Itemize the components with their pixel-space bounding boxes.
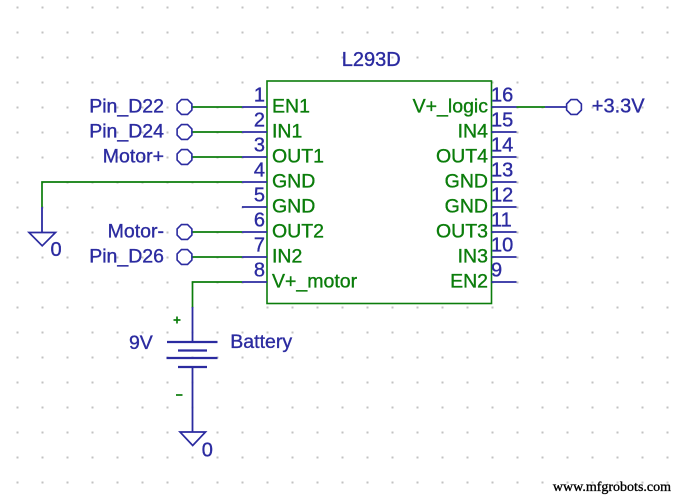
svg-text:2: 2 <box>254 110 265 132</box>
svg-text:V+_motor: V+_motor <box>272 270 358 292</box>
svg-text:GND: GND <box>272 195 315 217</box>
svg-text:10: 10 <box>491 235 513 257</box>
svg-text:IN1: IN1 <box>272 120 302 142</box>
svg-text:16: 16 <box>491 85 513 107</box>
svg-text:9: 9 <box>491 260 502 282</box>
svg-text:+3.3V: +3.3V <box>592 95 645 117</box>
svg-text:www.mfgrobots.com: www.mfgrobots.com <box>553 480 671 495</box>
svg-text:EN1: EN1 <box>272 95 310 117</box>
svg-text:12: 12 <box>491 185 513 207</box>
svg-text:Pin_D26: Pin_D26 <box>89 245 164 267</box>
svg-text:IN4: IN4 <box>458 120 489 142</box>
svg-text:13: 13 <box>491 160 513 182</box>
svg-text:Motor-: Motor- <box>108 220 164 242</box>
svg-text:IN3: IN3 <box>458 245 488 267</box>
svg-text:3: 3 <box>254 135 265 157</box>
svg-text:V+_logic: V+_logic <box>413 95 489 117</box>
svg-text:7: 7 <box>254 235 265 257</box>
svg-text:8: 8 <box>254 260 265 282</box>
svg-text:GND: GND <box>445 170 488 192</box>
svg-text:11: 11 <box>491 210 512 232</box>
svg-text:Battery: Battery <box>230 331 292 353</box>
svg-text:IN2: IN2 <box>272 245 302 267</box>
svg-text:OUT4: OUT4 <box>436 145 488 167</box>
svg-text:4: 4 <box>254 160 265 182</box>
svg-text:Pin_D24: Pin_D24 <box>89 120 164 142</box>
svg-text:6: 6 <box>254 210 265 232</box>
svg-text:0: 0 <box>202 440 213 462</box>
svg-text:1: 1 <box>254 85 265 107</box>
svg-text:GND: GND <box>445 195 488 217</box>
svg-text:OUT3: OUT3 <box>436 220 488 242</box>
svg-text:OUT2: OUT2 <box>272 220 324 242</box>
svg-text:L293D: L293D <box>342 49 401 71</box>
svg-text:GND: GND <box>272 170 315 192</box>
svg-text:EN2: EN2 <box>450 270 488 292</box>
svg-text:Pin_D22: Pin_D22 <box>89 95 164 117</box>
svg-text:5: 5 <box>254 185 265 207</box>
svg-text:OUT1: OUT1 <box>272 145 324 167</box>
svg-text:15: 15 <box>491 110 513 132</box>
svg-text:9V: 9V <box>129 332 153 354</box>
svg-text:0: 0 <box>51 239 62 261</box>
svg-text:Motor+: Motor+ <box>103 145 164 167</box>
svg-text:14: 14 <box>491 135 513 157</box>
